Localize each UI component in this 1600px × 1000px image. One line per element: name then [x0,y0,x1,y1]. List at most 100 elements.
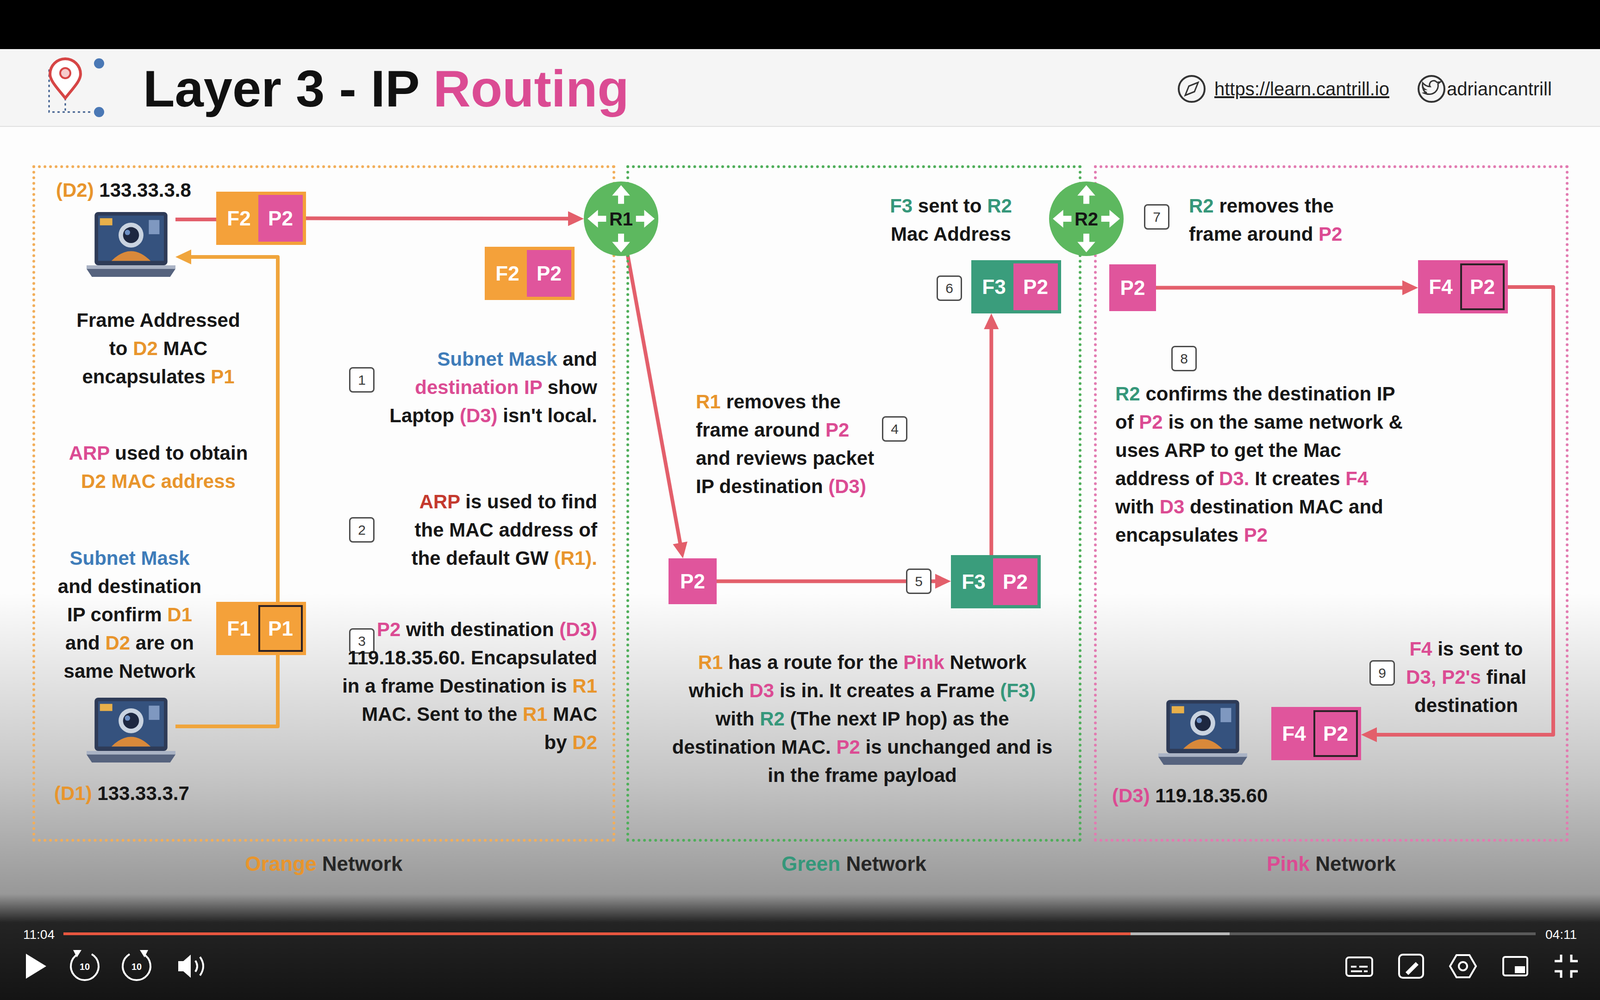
colored-word: MAC [111,470,156,493]
colored-word: F4 [1345,467,1369,490]
shape-part [1185,82,1199,96]
colored-word: F3 [889,194,913,217]
shape-part [125,229,131,236]
colored-word: Routing [433,59,630,118]
shape-part [587,185,655,253]
time-display: 04:11 [1545,926,1577,943]
packet-label: P2 [1460,263,1505,311]
shape-part [63,932,1536,936]
shape-part [0,125,1600,127]
note-text: P2 with destination (D3) 119.18.35.60. E… [337,615,598,757]
shape-part [1194,715,1212,732]
slide-title: Layer 3 - IP Routing [143,60,630,118]
connector-line [716,579,937,584]
shape-part [1158,756,1248,765]
colored-word: D3 [1159,495,1185,518]
shape-part [636,215,645,222]
laptop-device: (D2) 133.33.3.8 [86,211,176,278]
arrow-head [1402,280,1419,296]
connector-arrow [1156,280,1419,296]
packet-box: P2 [1109,264,1157,312]
packet-label: P2 [258,194,303,242]
colored-word: (D3) [559,618,598,641]
router-circle: R2 [1049,181,1124,257]
colored-word: R1 [695,390,721,413]
shape-part [118,708,144,734]
shape-part [70,954,99,981]
shape-part [1077,185,1096,196]
skip-seconds: 10 [75,961,94,973]
note-text: R1 removes the frame around P2 and revie… [695,387,879,501]
shape-part [1450,955,1476,978]
colored-word: D3, [1406,666,1437,688]
colored-word: P2's [1441,666,1482,688]
packet-label: P1 [258,605,303,652]
packet-label: P2 [993,558,1038,606]
arrow-head [983,313,999,330]
colored-word: P2 [1138,411,1163,433]
frame-label: F4 [1274,710,1314,757]
callout-number: 4 [881,416,908,442]
callout-number: 9 [1369,660,1395,686]
shape-part [1077,241,1096,253]
skip-seconds: 10 [127,961,146,973]
device-label: (D1) 133.33.3.7 [54,781,190,806]
shape-part [1169,703,1236,750]
shape-part [1101,215,1111,222]
packet-label: P2 [1120,276,1146,300]
colored-word: P2 [825,418,850,441]
shape-part [123,227,140,244]
shape-part [148,705,160,720]
shape-part [1062,215,1072,222]
shape-part [100,218,113,225]
shape-part [148,219,160,235]
shape-part [123,712,140,730]
note-text: R2 confirms the destination IP of P2 is … [1115,379,1405,550]
shape-part [86,750,176,755]
colored-word: Pink [903,651,945,674]
router-label: R1 [609,207,633,231]
frame-packet: F2P2 [484,246,575,300]
colored-word: (D1) [54,782,93,805]
shape-part [1405,962,1419,975]
connector-line [189,256,278,602]
shape-part [100,703,113,711]
packet-box: P2 [668,558,717,605]
arrow-head [935,574,951,589]
laptop-device: (D1) 133.33.3.7 [86,696,176,764]
colored-word: D2 [105,631,131,654]
colored-word: Subnet [69,547,136,569]
connector-arrow [983,313,999,556]
shape-part [1196,717,1203,724]
shape-part [1422,80,1441,94]
shape-part [612,241,631,253]
frame-label: F2 [487,250,527,297]
colored-word: Mask [140,547,190,569]
colored-word: D2 [81,470,107,493]
packet-label: P2 [1313,710,1358,757]
shape-part [1554,954,1578,978]
connector-arrow [175,249,278,602]
connector-arrow [306,211,584,226]
note-text: R1 has a route for the Pink Network whic… [668,648,1057,790]
colored-word: Orange [245,852,317,875]
shape-part [93,58,105,69]
shape-part [86,268,176,277]
colored-word: IP [524,376,543,399]
packet-label: P2 [1013,263,1058,311]
shape-part [1503,956,1528,976]
shape-part [178,954,191,978]
connector-line [627,255,681,545]
shape-part [195,956,204,976]
colored-word: D2 [132,337,158,360]
shape-part [50,58,81,99]
device-label: (D2) 133.33.3.8 [56,178,192,202]
connector-line [175,217,217,222]
shape-part [1399,954,1424,978]
laptop-drawing [86,211,176,278]
colored-word: (D3) [459,404,498,427]
shape-part [1220,707,1232,723]
colored-word: D1 [167,603,193,626]
colored-word: P2 [1318,223,1343,245]
frame-packet: F1P1 [216,601,307,656]
